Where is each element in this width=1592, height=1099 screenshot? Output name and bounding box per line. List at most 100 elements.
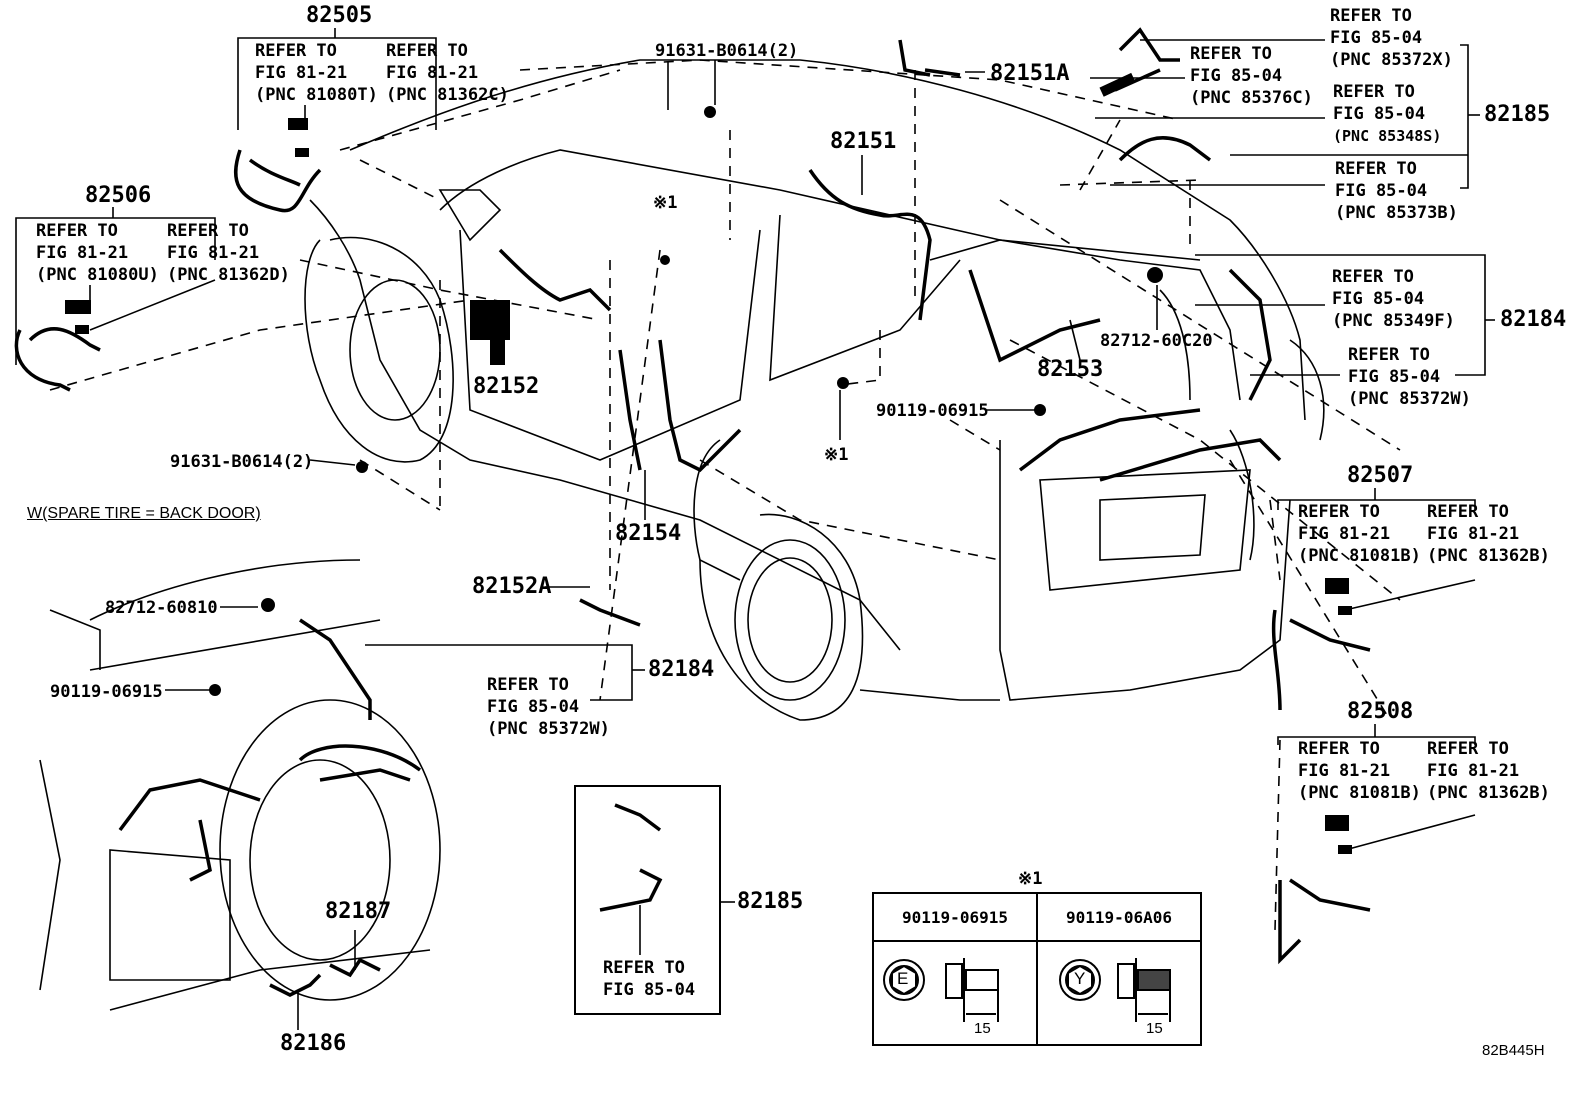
ref-82184-left-85372W[interactable]: REFER TO FIG 85-04 (PNC 85372W): [487, 674, 610, 740]
refer-to-label: REFER TO: [386, 41, 468, 61]
part-number-82151A[interactable]: 82151A: [990, 61, 1070, 86]
fig-reference: FIG 81-21: [1298, 761, 1391, 781]
fig-reference: FIG 85-04: [1333, 104, 1426, 124]
pnc-reference: (PNC 81362B): [1427, 546, 1550, 566]
part-number-82152A[interactable]: 82152A: [472, 574, 552, 599]
part-number-82184-right[interactable]: 82184: [1500, 307, 1567, 332]
pnc-reference: (PNC 85372X): [1330, 50, 1453, 70]
pnc-reference: (PNC 81080T): [255, 85, 378, 105]
ref-82505-wiring-81080T[interactable]: REFER TO FIG 81-21 (PNC 81080T): [255, 40, 378, 106]
part-number-bolt-91631-left[interactable]: 91631-B0614(2): [170, 452, 314, 472]
bolt-head-mark: Y: [1074, 969, 1086, 988]
ref-82185-box-85-04[interactable]: REFER TO FIG 85-04: [603, 957, 695, 1001]
part-number-82154[interactable]: 82154: [615, 521, 682, 546]
fig-reference: FIG 81-21: [386, 63, 479, 83]
refer-to-label: REFER TO: [1330, 6, 1412, 26]
refer-to-label: REFER TO: [1190, 44, 1272, 64]
ref-82508-wiring-81081B[interactable]: REFER TO FIG 81-21 (PNC 81081B): [1298, 738, 1421, 804]
fastener-illustration-cell: Y 15: [1036, 940, 1202, 1046]
connector-glyphs: [65, 72, 1352, 854]
vehicle-body-outline: [304, 59, 1325, 721]
refer-to-label: REFER TO: [255, 41, 337, 61]
pnc-reference: (PNC 81081B): [1298, 783, 1421, 803]
pnc-reference: (PNC 85349F): [1332, 311, 1455, 331]
refer-to-label: REFER TO: [1348, 345, 1430, 365]
ref-82185-85373B[interactable]: REFER TO FIG 85-04 (PNC 85373B): [1335, 158, 1458, 224]
ref-82185-85372X[interactable]: REFER TO FIG 85-04 (PNC 85372X): [1330, 5, 1453, 71]
pnc-reference: (PNC 85373B): [1335, 203, 1458, 223]
refer-to-label: REFER TO: [603, 958, 685, 978]
part-number-82508[interactable]: 82508: [1347, 699, 1414, 724]
part-number-bolt-90119-mid[interactable]: 90119-06915: [876, 401, 989, 421]
part-number-82507[interactable]: 82507: [1347, 463, 1414, 488]
refer-to-label: REFER TO: [36, 221, 118, 241]
ref-82505-connector-81362C[interactable]: REFER TO FIG 81-21 (PNC 81362C): [386, 40, 509, 106]
refer-to-label: REFER TO: [1335, 159, 1417, 179]
variant-note-spare-tire-back-door: W(SPARE TIRE = BACK DOOR): [27, 505, 261, 522]
fastener-part-number[interactable]: 90119-06A06: [1036, 892, 1202, 942]
pnc-reference: (PNC 81362B): [1427, 783, 1550, 803]
note-mark-1-top: ※1: [653, 193, 678, 213]
refer-to-label: REFER TO: [1298, 502, 1380, 522]
fig-reference: FIG 81-21: [1298, 524, 1391, 544]
part-number-82185-box[interactable]: 82185: [737, 889, 804, 914]
bolt-head-mark: E: [897, 969, 909, 988]
fastener-table: 90119-06915 90119-06A06 E 15: [872, 892, 1202, 1046]
figure-code: 82B445H: [1482, 1042, 1545, 1059]
refer-to-label: REFER TO: [1298, 739, 1380, 759]
fig-reference: FIG 85-04: [603, 980, 696, 1000]
refer-to-label: REFER TO: [1333, 82, 1415, 102]
note-mark-1-mid: ※1: [824, 445, 849, 465]
ref-82507-wiring-81081B[interactable]: REFER TO FIG 81-21 (PNC 81081B): [1298, 501, 1421, 567]
pnc-reference: (PNC 85372W): [1348, 389, 1471, 409]
fastener-illustration-cell: E 15: [872, 940, 1038, 1046]
phantom-lines: [49, 59, 1401, 931]
parts-inset-box: [574, 785, 721, 1015]
part-number-82187[interactable]: 82187: [325, 899, 392, 924]
ref-82508-connector-81362B[interactable]: REFER TO FIG 81-21 (PNC 81362B): [1427, 738, 1550, 804]
ref-82185-85348S[interactable]: REFER TO FIG 85-04 (PNC 85348S): [1333, 81, 1441, 147]
part-number-bolt-90119-lower-left[interactable]: 90119-06915: [50, 682, 163, 702]
ref-82506-wiring-81080U[interactable]: REFER TO FIG 81-21 (PNC 81080U): [36, 220, 159, 286]
pnc-reference: (PNC 81080U): [36, 265, 159, 285]
fig-reference: FIG 85-04: [1348, 367, 1441, 387]
bolt-length-dimension: 15: [1146, 1020, 1163, 1037]
part-number-82505[interactable]: 82505: [306, 3, 373, 28]
ref-82184-85372W[interactable]: REFER TO FIG 85-04 (PNC 85372W): [1348, 344, 1471, 410]
pnc-reference: (PNC 81362C): [386, 85, 509, 105]
part-number-82185-top[interactable]: 82185: [1484, 102, 1551, 127]
bolt-e-icon: [883, 958, 999, 1022]
part-number-82506[interactable]: 82506: [85, 183, 152, 208]
part-number-82184-left[interactable]: 82184: [648, 657, 715, 682]
refer-to-label: REFER TO: [1427, 502, 1509, 522]
spare-tire-inset-drawing: [39, 559, 441, 1011]
pnc-reference: (PNC 85348S): [1333, 127, 1442, 145]
refer-to-label: REFER TO: [1332, 267, 1414, 287]
part-number-82152[interactable]: 82152: [473, 374, 540, 399]
part-number-82186[interactable]: 82186: [280, 1031, 347, 1056]
ref-82185-85376C[interactable]: REFER TO FIG 85-04 (PNC 85376C): [1190, 43, 1313, 109]
pnc-reference: (PNC 81362D): [167, 265, 290, 285]
part-number-bolt-91631-top[interactable]: 91631-B0614(2): [655, 41, 799, 61]
fig-reference: FIG 85-04: [487, 697, 580, 717]
part-number-clamp-82712-60C20[interactable]: 82712-60C20: [1100, 331, 1213, 351]
fig-reference: FIG 85-04: [1330, 28, 1423, 48]
part-number-82153[interactable]: 82153: [1037, 357, 1104, 382]
bolt-length-dimension: 15: [974, 1020, 991, 1037]
fig-reference: FIG 81-21: [1427, 524, 1520, 544]
part-number-82151[interactable]: 82151: [830, 129, 897, 154]
ref-82507-connector-81362B[interactable]: REFER TO FIG 81-21 (PNC 81362B): [1427, 501, 1550, 567]
fig-reference: FIG 81-21: [36, 243, 129, 263]
fastener-table-note-mark: ※1: [1018, 869, 1043, 889]
pnc-reference: (PNC 85372W): [487, 719, 610, 739]
bolt-y-icon: [1059, 958, 1171, 1022]
part-number-clamp-82712-60810[interactable]: 82712-60810: [105, 598, 218, 618]
fig-reference: FIG 81-21: [1427, 761, 1520, 781]
ref-82184-85349F[interactable]: REFER TO FIG 85-04 (PNC 85349F): [1332, 266, 1455, 332]
refer-to-label: REFER TO: [1427, 739, 1509, 759]
fastener-part-number[interactable]: 90119-06915: [872, 892, 1038, 942]
pnc-reference: (PNC 85376C): [1190, 88, 1313, 108]
refer-to-label: REFER TO: [167, 221, 249, 241]
ref-82506-connector-81362D[interactable]: REFER TO FIG 81-21 (PNC 81362D): [167, 220, 290, 286]
